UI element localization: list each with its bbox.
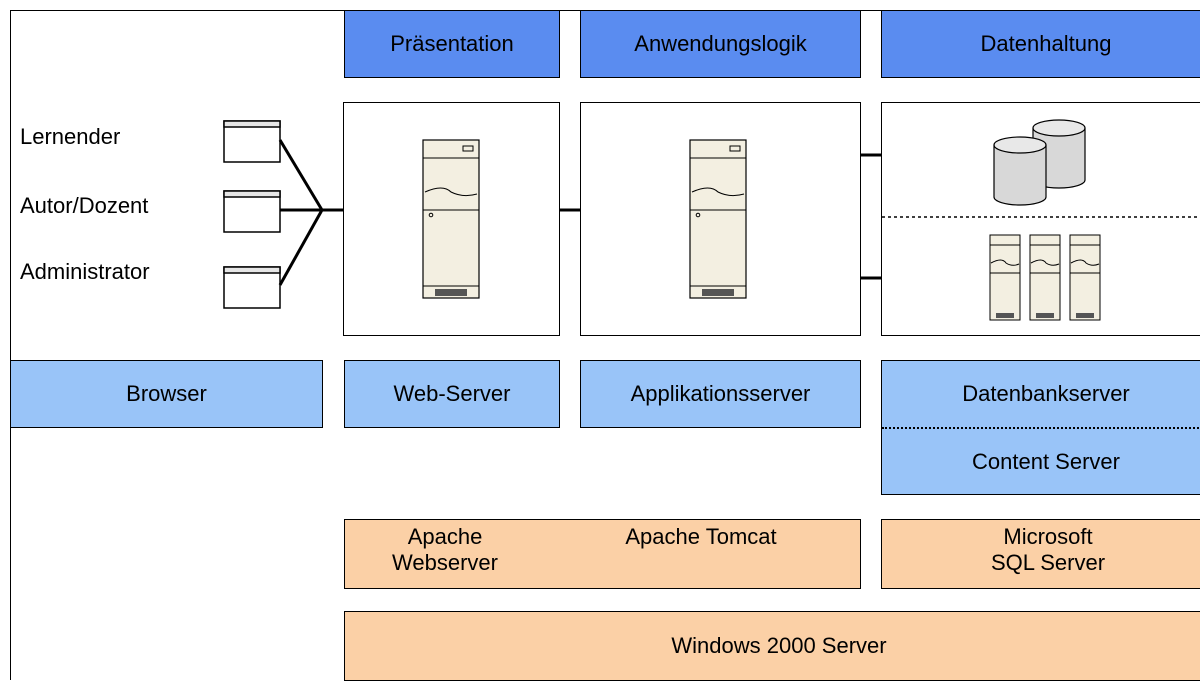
software-apache-tomcat: Apache Tomcat — [625, 524, 777, 549]
software-mssql-line2: SQL Server — [990, 550, 1106, 575]
user-label-learner: Lernender — [20, 124, 121, 149]
user-label-admin: Administrator — [20, 259, 150, 284]
layer-header-data: Datenhaltung — [881, 10, 1200, 78]
tier-divider — [882, 427, 1200, 429]
software-web-app: Apache Webserver Apache Tomcat — [344, 519, 861, 589]
software-apache-webserver: Apache Webserver — [392, 524, 498, 575]
layer-header-logic: Anwendungslogik — [580, 10, 861, 78]
layer-header-presentation: Präsentation — [344, 10, 560, 78]
small-server-icon — [989, 234, 1021, 321]
window-icon — [223, 190, 281, 233]
window-icon — [223, 120, 281, 163]
database-cylinder-icon — [993, 136, 1047, 206]
client-connector — [278, 139, 344, 286]
software-mssql: Microsoft SQL Server — [881, 519, 1200, 589]
server-tower-icon — [689, 139, 747, 299]
tier-app-server: Applikationsserver — [580, 360, 861, 428]
small-server-icon — [1069, 234, 1101, 321]
tier-content-server: Content Server — [972, 449, 1120, 474]
tier-web-server: Web-Server — [344, 360, 560, 428]
tier-browser: Browser — [10, 360, 323, 428]
server-tower-icon — [422, 139, 480, 299]
window-icon — [223, 266, 281, 309]
tier-db-server: Datenbankserver — [962, 381, 1130, 406]
software-mssql-line1: Microsoft — [1003, 524, 1093, 549]
small-server-icon — [1029, 234, 1061, 321]
user-label-author: Autor/Dozent — [20, 193, 149, 218]
tier-data-servers: Datenbankserver Content Server — [881, 360, 1200, 495]
